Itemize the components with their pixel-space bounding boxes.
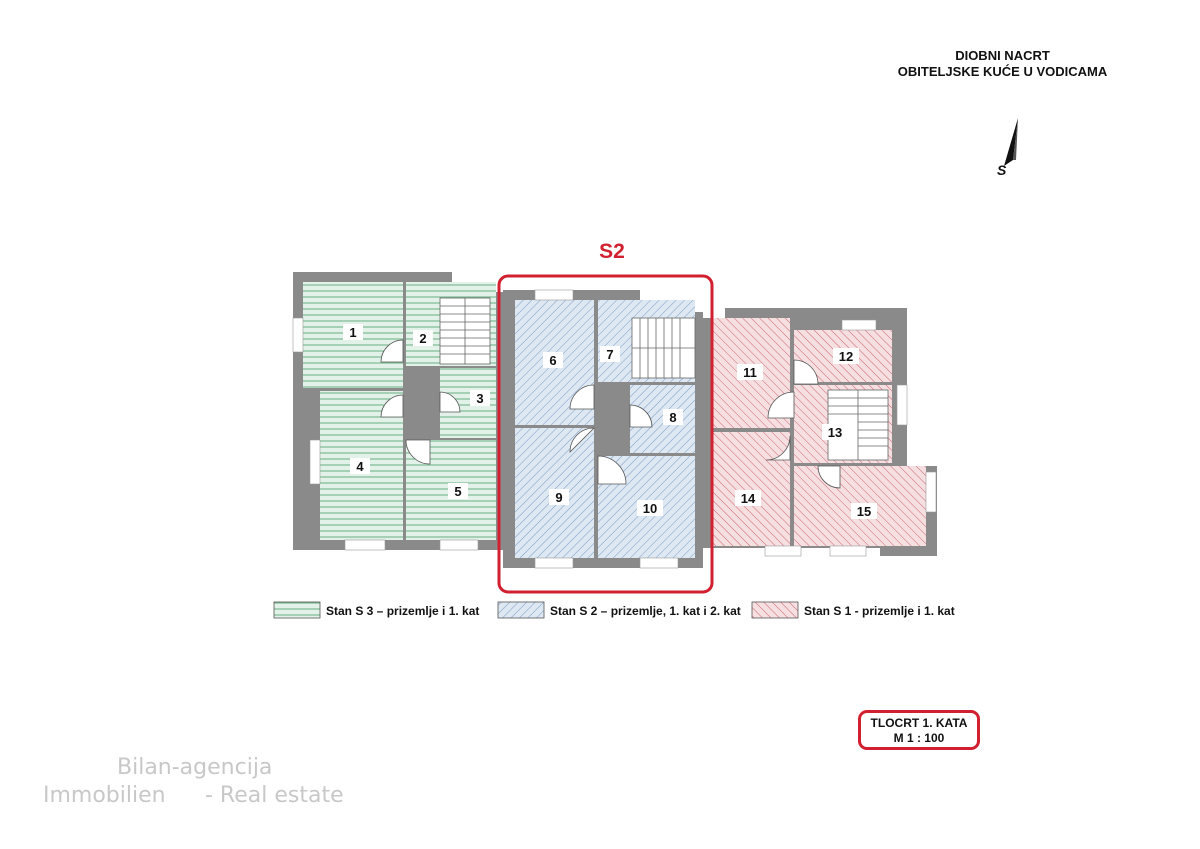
legend-label-s2: Stan S 2 – prizemlje, 1. kat i 2. kat [550,604,741,618]
scale-box: TLOCRT 1. KATA M 1 : 100 [858,710,980,750]
legend-swatch-s3 [273,601,321,619]
room-label-11: 11 [743,365,757,380]
stairs-s2 [631,317,696,379]
unit-s2 [503,289,703,569]
room-label-3: 3 [476,391,483,406]
room-label-14: 14 [741,491,756,506]
room-label-10: 10 [643,501,657,516]
watermark-line2a: Immobilien [43,783,166,808]
legend-label-s1: Stan S 1 - prizemlje i 1. kat [804,604,955,618]
highlight-label: S2 [599,240,625,263]
room-label-4: 4 [356,459,364,474]
north-arrow-label: S [997,162,1007,178]
scale-ratio: M 1 : 100 [893,731,945,745]
s2-highlight-frame [497,274,714,594]
north-arrow-icon [1004,118,1018,166]
room-labels: 1 2 3 4 5 6 7 8 9 10 11 12 13 14 15 [343,324,877,519]
room-label-5: 5 [454,484,461,499]
legend-swatch-s2 [497,601,545,619]
room-label-13: 13 [828,425,842,440]
room-label-9: 9 [555,490,562,505]
watermark-line2b: - Real estate [205,783,344,808]
room-label-6: 6 [549,353,556,368]
room-label-1: 1 [349,325,356,340]
legend-label-s3: Stan S 3 – prizemlje i 1. kat [326,604,480,618]
watermark-line1: Bilan-agencija [117,755,273,780]
legend-swatch-s1 [751,601,799,619]
stairs-s3 [439,297,491,365]
room-label-8: 8 [669,410,676,425]
drawing-title: DIOBNI NACRT [955,48,1050,63]
room-14 [712,432,790,546]
unit-s3 [292,272,503,551]
room-label-12: 12 [839,349,853,364]
room-label-2: 2 [419,331,426,346]
unit-s1 [703,308,937,557]
drawing-subtitle: OBITELJSKE KUĆE U VODICAMA [897,64,1108,79]
scale-title: TLOCRT 1. KATA [870,716,968,730]
room-label-15: 15 [857,504,871,519]
room-label-7: 7 [606,347,613,362]
